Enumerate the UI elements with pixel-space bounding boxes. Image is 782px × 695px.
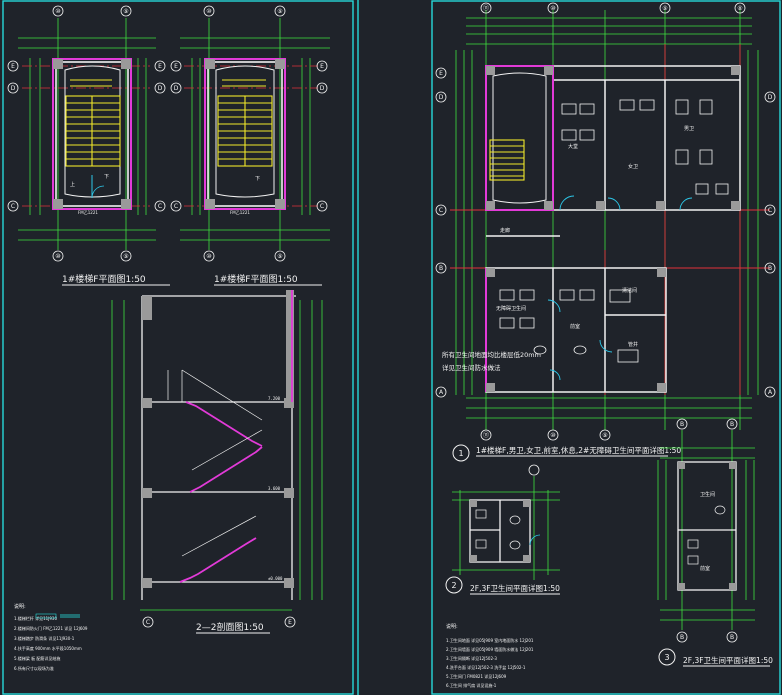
detail3-room-2: 前室 — [700, 565, 710, 572]
detail3-grid-bottom-1: B — [680, 634, 684, 641]
toilet-detail-2: 2 2F,3F卫生间平面详图1:50 — [445, 464, 560, 595]
room-lobby-label: 大堂 — [568, 143, 578, 150]
plan2-grid-bottom-2: ⑨ — [277, 253, 282, 260]
plan1-grid-left-C: C — [11, 203, 15, 210]
main-grid-right-D: D — [768, 94, 773, 101]
main-plan-note-1: 所有卫生间地面均比楼层低20mm — [442, 350, 541, 359]
left-note-2: 2.楼梯间防火门 FM乙1221 详见 12J609 — [14, 625, 88, 631]
stair-plan-2: 下 FM乙1221 ⑩ ⑨ ⑩ ⑨ E D C E D C 1#楼梯F平面图1:… — [170, 5, 330, 286]
main-grid-bottom-3: ⑨ — [602, 432, 607, 439]
detail3-room-1: 卫生间 — [700, 491, 715, 498]
detail3-grid-bottom-2: B — [730, 634, 734, 641]
plan2-grid-left-E: E — [174, 63, 178, 70]
main-grid-left-E: E — [439, 70, 443, 77]
plan1-grid-top-1: ⑩ — [55, 8, 60, 15]
plan1-grid-bottom-1: ⑩ — [55, 253, 60, 260]
plan2-grid-bottom-1: ⑩ — [206, 253, 211, 260]
left-notes-title: 说明: — [14, 603, 26, 610]
plan1-grid-left-D: D — [11, 85, 16, 92]
toilet-main-plan: 大堂 走廊 女卫 男卫 前室 无障碍卫生间 清洁间 管井 所有卫生间地面均比楼层… — [435, 2, 776, 462]
detail3-grid-top-1: B — [680, 421, 684, 428]
main-grid-bottom-2: ⑩ — [550, 432, 555, 439]
stair-section-2-2: 7.200 3.600 ±0.000 C E 2—2剖面图1:50 — [111, 290, 323, 634]
room-anteroom-label: 前室 — [570, 323, 580, 330]
stair-plan-1-down-label: 下 — [104, 174, 109, 180]
section-level-label-2: 3.600 — [268, 486, 281, 491]
room-cleaning-label: 清洁间 — [622, 287, 637, 294]
main-plan-title: 1#楼梯F,男卫,女卫,前室,休息,2#无障碍卫生间平面详图1:50 — [476, 445, 681, 455]
main-grid-bottom-1: ⑪ — [483, 431, 489, 439]
room-men-label: 男卫 — [684, 126, 694, 132]
right-notes-title: 说明: — [446, 623, 458, 630]
right-note-6: 6.卫生间 排气扇 详见设施-1 — [446, 682, 497, 688]
plan2-grid-left-C: C — [174, 203, 178, 210]
toilet-detail-3: 卫生间 前室 B B B B 3 2F,3F卫生间平面详图1:50 — [657, 418, 773, 667]
main-plan-number: 1 — [458, 449, 463, 458]
stair-plan-2-door-label: FM乙1221 — [230, 209, 250, 215]
main-grid-top-2: ⑩ — [550, 5, 555, 12]
right-notes: 说明: 1.卫生间地面 详见05J909 室内地面防水 12J201 2.卫生间… — [446, 623, 534, 688]
left-notes: 说明: 1.楼梯栏杆 详见11J930 2.楼梯间防火门 FM乙1221 详见 … — [14, 603, 88, 671]
left-note-6: 6.所有尺寸以现场为准 — [14, 665, 54, 671]
main-grid-top-1: ⑪ — [483, 4, 489, 12]
detail2-number: 2 — [451, 581, 456, 590]
main-grid-left-C: C — [439, 207, 443, 214]
stair-plan-1-door-label: FM乙1221 — [78, 209, 98, 215]
plan1-grid-right-E: E — [158, 63, 162, 70]
main-grid-top-3: ⑨ — [662, 5, 667, 12]
room-shaft-label: 管井 — [628, 341, 638, 348]
detail3-number: 3 — [664, 653, 669, 662]
main-grid-right-A: A — [768, 389, 773, 396]
plan1-grid-right-C: C — [158, 203, 162, 210]
room-women-label: 女卫 — [628, 163, 638, 170]
plan1-grid-left-E: E — [11, 63, 15, 70]
stair-plan-1: 上 下 FM乙1221 ⑩ ⑨ ⑩ ⑨ E D C E D C 1#楼梯F平面图… — [7, 5, 170, 286]
stair-section-title: 2—2剖面图1:50 — [196, 621, 264, 633]
main-grid-left-A: A — [439, 389, 444, 396]
right-note-4: 4.洗手台面 详见12J502-3 洗手盆 12J502-1 — [446, 664, 526, 670]
plan2-grid-right-D: D — [320, 85, 325, 92]
detail2-title: 2F,3F卫生间平面详图1:50 — [470, 583, 560, 593]
plan1-grid-right-D: D — [158, 85, 163, 92]
left-note-3: 3.楼梯踏步 防滑条 详见11J930-1 — [14, 635, 75, 641]
right-note-3: 3.卫生间隔断 详见12J502-3 — [446, 655, 497, 661]
right-note-5: 5.卫生间门 FM0821 详见12J609 — [446, 673, 507, 679]
plan2-grid-right-E: E — [320, 63, 324, 70]
main-grid-left-B: B — [439, 265, 443, 272]
section-grid-C: C — [146, 619, 150, 626]
main-grid-left-D: D — [439, 94, 444, 101]
stair-plan-2-down-label: 下 — [255, 176, 260, 182]
stair-plan-1-title: 1#楼梯F平面图1:50 — [62, 273, 146, 285]
room-corridor-label: 走廊 — [500, 227, 510, 234]
section-grid-E: E — [288, 619, 292, 626]
plan2-grid-top-2: ⑨ — [277, 8, 282, 15]
plan2-grid-left-D: D — [174, 85, 179, 92]
main-grid-right-B: B — [768, 265, 772, 272]
main-plan-note-2: 详见卫生间防水做法 — [442, 363, 501, 372]
main-grid-right-C: C — [768, 207, 772, 214]
stair-plan-2-title: 1#楼梯F平面图1:50 — [214, 273, 298, 285]
right-note-1: 1.卫生间地面 详见05J909 室内地面防水 12J201 — [446, 637, 534, 643]
right-note-2: 2.卫生间墙面 详见05J909 墙面防水做法 12J201 — [446, 646, 534, 652]
left-note-4: 4.扶手高度 900mm 水平段1050mm — [14, 645, 82, 651]
room-accessible-label: 无障碍卫生间 — [496, 305, 526, 312]
plan1-grid-bottom-2: ⑨ — [123, 253, 128, 260]
detail3-grid-top-2: B — [730, 421, 734, 428]
plan1-grid-top-2: ⑨ — [123, 8, 128, 15]
detail3-title: 2F,3F卫生间平面详图1:50 — [683, 655, 773, 665]
stair-plan-1-up-label: 上 — [70, 181, 75, 188]
section-level-label-1: 7.200 — [268, 396, 281, 401]
section-level-label-3: ±0.000 — [268, 576, 283, 581]
left-note-5: 5.楼梯梁 板 配筋详见结施 — [14, 655, 60, 661]
main-grid-top-4: ⑧ — [737, 5, 742, 12]
plan2-grid-top-1: ⑩ — [206, 8, 211, 15]
plan2-grid-right-C: C — [320, 203, 324, 210]
